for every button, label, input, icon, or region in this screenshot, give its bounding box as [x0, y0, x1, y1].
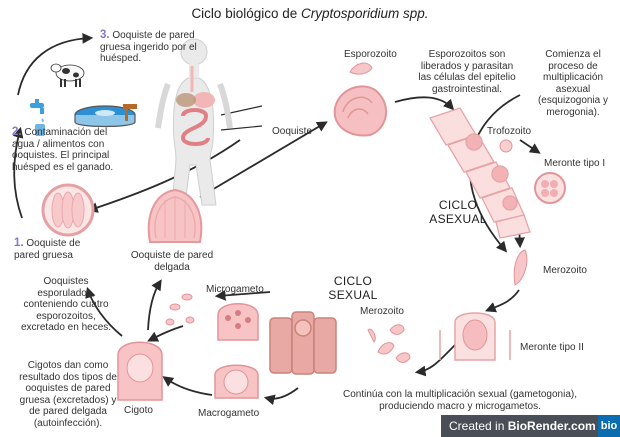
- arrow-sexual-to-macro: [267, 388, 298, 399]
- merozoites-group: [368, 325, 410, 363]
- badge-prefix: Created in: [449, 419, 508, 433]
- oocyst-excystation: [335, 86, 386, 135]
- step1-number: 1.: [14, 237, 24, 249]
- asexual-cycle-label: CICLO ASEXUAL: [418, 198, 498, 226]
- meront-type-1: [535, 173, 565, 203]
- merozoite-sexual-label: Merozoito: [360, 306, 404, 318]
- macrogamete-label: Macrogameto: [198, 408, 259, 420]
- step3-number: 3.: [100, 29, 110, 41]
- microgamete-label: Microgameto: [206, 284, 264, 296]
- microgamete: [218, 304, 258, 340]
- water-tank-icon: [75, 104, 137, 127]
- diagram-title: Ciclo biológico de Cryptosporidium spp.: [160, 6, 460, 21]
- badge-brand: BioRender.com: [508, 419, 596, 433]
- arrow-merozoito-to-meronte2: [488, 290, 519, 310]
- sexual-stage-cells: [270, 312, 336, 374]
- title-prefix: Ciclo biológico de: [191, 6, 301, 21]
- merozoite: [514, 250, 527, 285]
- badge-text: Created in BioRender.com: [449, 415, 596, 437]
- sporozoite: [350, 63, 372, 74]
- step2-text: Contaminación del agua / alimentos con o…: [12, 127, 113, 173]
- step2-label: 2. Contaminación del agua / alimentos co…: [12, 127, 130, 173]
- zygote-label: Cigoto: [124, 405, 153, 417]
- sporozoites-released-note: Esporozoitos son liberados y parasitan l…: [417, 49, 517, 95]
- sexual-cycle-label: CICLO SEXUAL: [318, 274, 388, 302]
- title-species: Cryptosporidium spp.: [301, 6, 429, 21]
- arrow-macro-to-cigoto: [165, 378, 212, 395]
- microgamete-free: [166, 294, 194, 325]
- arrow-cigoto-to-delgada: [148, 282, 160, 330]
- thick-wall-oocyst: [43, 185, 93, 235]
- step3-label: 3. Ooquiste de pared gruesa ingerido por…: [100, 30, 212, 65]
- thin-wall-oocyst: [149, 190, 202, 242]
- cow-icon: [51, 64, 84, 87]
- sexual-multiplication-note: Continúa con la multiplicación sexual (g…: [340, 389, 580, 412]
- sporozoite-label: Esporozoito: [344, 49, 397, 61]
- trophozoite-label: Trofozoito: [487, 126, 531, 138]
- biorender-logo-icon: bio: [598, 415, 620, 437]
- zygotes-note: Cigotos dan como resultado dos tipos de …: [14, 360, 122, 429]
- thin-wall-oocyst-label: Ooquiste de pared delgada: [122, 250, 222, 273]
- biorender-badge[interactable]: Created in BioRender.com bio: [441, 415, 620, 437]
- step2-number: 2.: [12, 126, 22, 138]
- asexual-start-note: Comienza el proceso de multiplicación as…: [530, 49, 616, 118]
- step3-text: Ooquiste de pared gruesa ingerido por el…: [100, 30, 197, 64]
- arrow-micro-to-cigoto: [150, 326, 183, 340]
- zygote: [118, 342, 162, 400]
- macrogamete: [215, 365, 258, 398]
- arrow-meronte2-to-sexual: [418, 345, 455, 372]
- meront-type-2: [440, 313, 510, 360]
- trophozoite: [500, 140, 512, 152]
- arrow-esporozoito-to-epitelio: [395, 97, 452, 108]
- step1-text: Ooquiste de pared gruesa: [14, 238, 80, 261]
- step1-label: 1. Ooquiste de pared gruesa: [14, 238, 96, 261]
- merozoite-label: Merozoito: [543, 265, 587, 277]
- meront-type-1-label: Meronte tipo I: [544, 158, 605, 170]
- sporulated-oocysts-note: Ooquistes esporulados, conteniendo cuatr…: [20, 276, 112, 334]
- meront-type-2-label: Meronte tipo II: [520, 342, 584, 354]
- arrow-trofozoito-to-meronte: [520, 140, 538, 152]
- oocyst-label: Ooquiste: [272, 126, 312, 138]
